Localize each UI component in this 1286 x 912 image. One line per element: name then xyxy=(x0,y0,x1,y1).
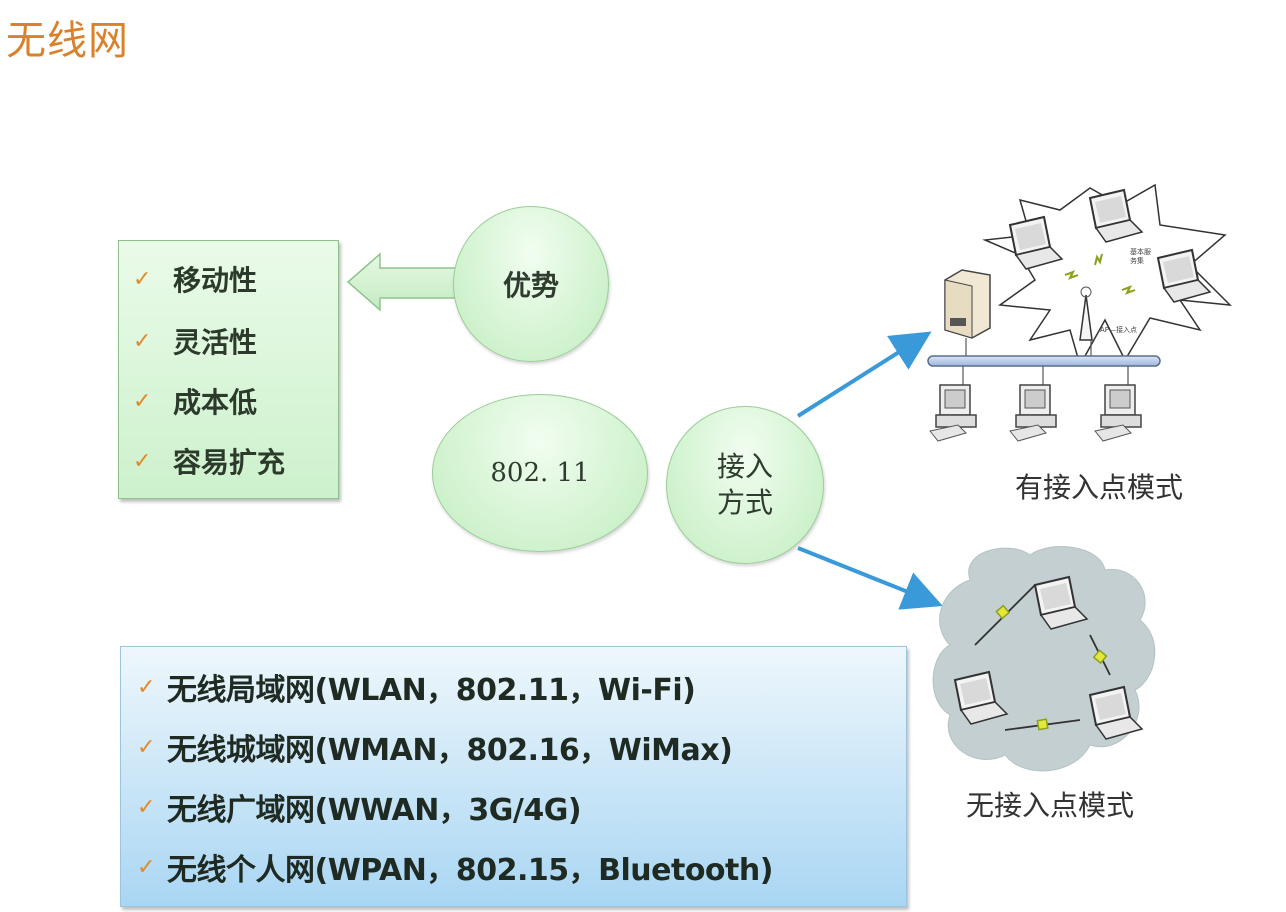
advantages-box: ✓ 移动性 ✓ 灵活性 ✓ 成本低 ✓ 容易扩充 xyxy=(118,240,339,499)
network-type-item: ✓ 无线广域网(WWAN，3G/4G) xyxy=(137,783,582,831)
advantage-label: 移动性 xyxy=(173,264,258,297)
advantages-bubble: 优势 xyxy=(453,206,609,362)
network-type-label: 无线广域网(WWAN，3G/4G) xyxy=(167,793,582,828)
advantage-label: 容易扩充 xyxy=(173,446,286,479)
advantages-bubble-label: 优势 xyxy=(502,269,559,302)
wireless-signal-icons xyxy=(1064,253,1136,295)
network-type-item: ✓ 无线城域网(WMAN，802.16，WiMax) xyxy=(137,723,733,771)
arrow-to-infrastructure xyxy=(796,331,932,418)
desktop-icon xyxy=(1009,384,1057,442)
wireless-signal-icons xyxy=(995,604,1108,731)
check-icon: ✓ xyxy=(137,734,156,760)
arrow-to-adhoc xyxy=(797,546,943,610)
network-type-item: ✓ 无线个人网(WPAN，802.15，Bluetooth) xyxy=(137,843,773,891)
check-icon: ✓ xyxy=(133,448,152,474)
network-type-item: ✓ 无线局域网(WLAN，802.11，Wi-Fi) xyxy=(137,663,696,711)
access-bubble-line2: 方式 xyxy=(716,486,773,519)
connector-arrows xyxy=(796,331,943,610)
desktop-icon xyxy=(929,384,977,442)
advantage-label: 成本低 xyxy=(173,386,258,419)
check-icon: ✓ xyxy=(133,388,152,414)
server-icon xyxy=(944,269,991,339)
access-mode-bubble: 接入 方式 xyxy=(666,406,824,564)
desktop-icon xyxy=(1094,384,1142,442)
slide-title: 无线网 xyxy=(6,18,129,64)
network-type-label: 无线个人网(WPAN，802.15，Bluetooth) xyxy=(167,853,773,888)
access-point-icon xyxy=(1079,294,1093,341)
ap-label: AP—接入点 xyxy=(1100,326,1138,334)
standard-bubble: 802. 11 xyxy=(432,394,648,552)
infrastructure-mode-label: 有接入点模式 xyxy=(1015,471,1184,504)
advantage-label: 灵活性 xyxy=(173,326,258,359)
check-icon: ✓ xyxy=(133,328,152,354)
bss-label: 基本服务集 xyxy=(1130,248,1151,265)
check-icon: ✓ xyxy=(133,266,152,292)
check-icon: ✓ xyxy=(137,794,156,820)
network-bus xyxy=(927,355,1161,367)
network-type-label: 无线局域网(WLAN，802.11，Wi-Fi) xyxy=(167,673,696,708)
network-type-label: 无线城域网(WMAN，802.16，WiMax) xyxy=(167,733,733,768)
advantage-item: ✓ 灵活性 xyxy=(133,321,257,361)
adhoc-mode-label: 无接入点模式 xyxy=(966,789,1135,822)
advantage-item: ✓ 容易扩充 xyxy=(133,441,285,481)
advantage-item: ✓ 成本低 xyxy=(133,381,257,421)
advantage-item: ✓ 移动性 xyxy=(133,259,257,299)
check-icon: ✓ xyxy=(137,854,156,880)
check-icon: ✓ xyxy=(137,674,156,700)
adhoc-mode-diagram xyxy=(932,546,1156,772)
standard-bubble-label: 802. 11 xyxy=(490,458,590,488)
infrastructure-mode-diagram xyxy=(927,183,1233,442)
network-types-box: ✓ 无线局域网(WLAN，802.11，Wi-Fi) ✓ 无线城域网(WMAN，… xyxy=(120,646,907,907)
left-arrow-icon xyxy=(346,252,466,312)
cloud-shape xyxy=(932,546,1156,772)
access-bubble-line1: 接入 xyxy=(716,450,773,483)
